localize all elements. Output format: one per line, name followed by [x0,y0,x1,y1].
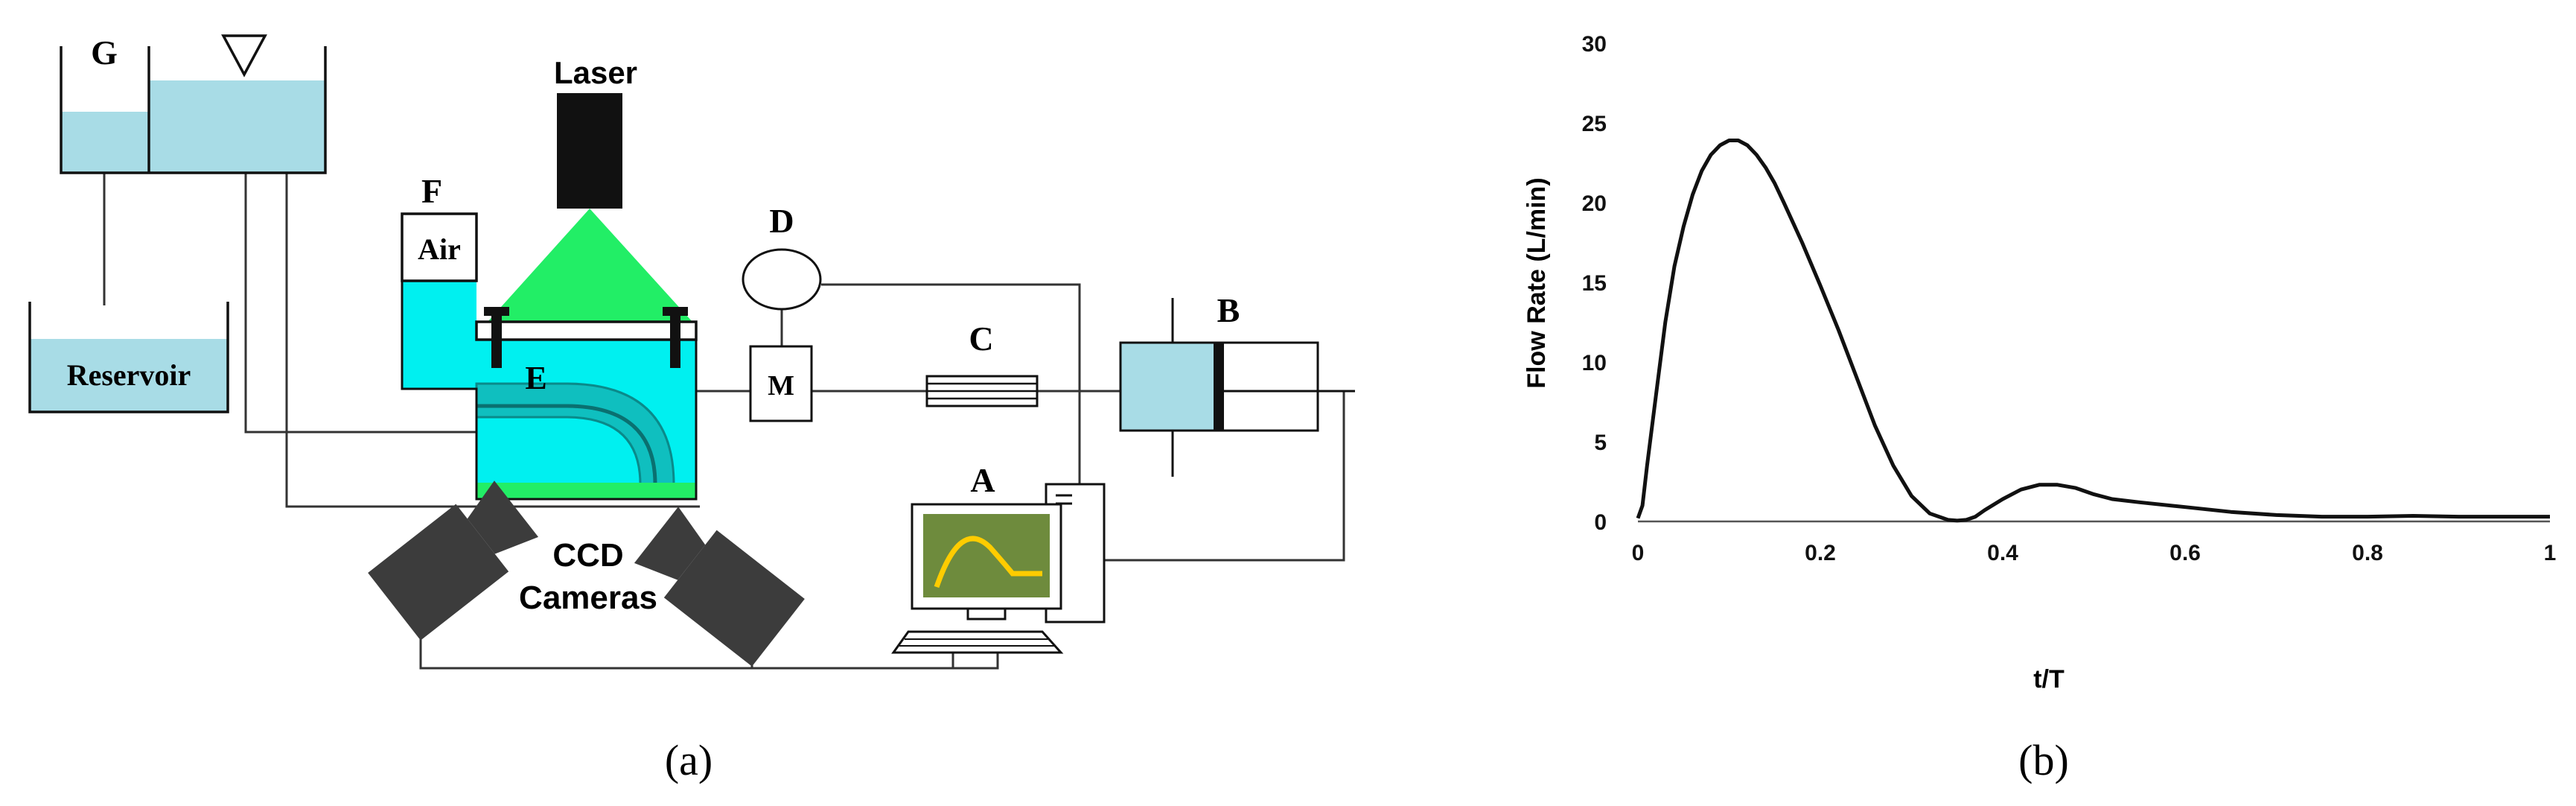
flow-conditioner: C [925,320,1039,407]
chart-series-line [1636,139,2550,523]
elbow-pipe-shade [476,404,657,485]
tank-g: G [60,34,327,174]
line-b-computer [1104,391,1345,562]
caption-b: (b) [2018,736,2069,784]
chart-x-axis-label: t/T [2033,665,2065,694]
bottom-light-strip [476,483,696,499]
label-c: C [969,320,993,358]
camera-right-body [663,530,805,667]
chart-y-tick-label: 0 [1594,510,1607,535]
pump-chamber-water [1120,343,1214,431]
label-air: Air [418,232,461,266]
chart-x-tick-label: 1 [2544,541,2557,565]
monitor-screen [923,514,1050,597]
chart-y-axis-label: Flow Rate (L/min) [1523,177,1551,388]
chart-y-tick-label: 5 [1594,431,1607,455]
flow-meter-display [742,248,822,311]
clamp-left-top [484,307,509,316]
chart-x-tick-label: 0 [1632,541,1645,565]
label-g: G [91,34,118,72]
camera-left-body [368,504,509,641]
chart-x-tick-label: 0.6 [2169,541,2201,565]
piston-pump: B [1119,291,1355,477]
test-section: E Air F [401,172,698,501]
line-tank-test-outer [285,173,700,508]
caption-a: (a) [665,736,712,784]
reservoir-water [30,339,228,412]
laser-sheet [488,209,692,322]
label-d: D [769,202,794,240]
laser-head [557,93,622,209]
label-reservoir: Reservoir [67,358,191,392]
flow-meter-sensor [749,345,813,422]
clamp-left [491,307,502,368]
line-camera-left [419,624,999,670]
pump-piston [1214,343,1224,431]
water-level-triangle-icon [221,34,267,77]
optical-window [475,320,698,341]
computer: A [891,461,1106,654]
air-chamber [401,212,478,282]
camera-right-lens [634,507,706,580]
laser: Laser [488,55,692,322]
label-f: F [421,172,442,210]
label-a: A [970,461,995,499]
tank-g-water-left [61,112,149,173]
tank-g-water-right [149,80,325,173]
setup-diagram: G Reservoir Laser [28,34,1355,784]
monitor-stand [966,607,1007,621]
ccd-cameras: CCD Cameras [368,480,805,667]
camera-left [368,480,539,641]
chart-y-tick-label: 30 [1582,32,1607,57]
label-ccd: CCD [552,537,623,574]
camera-left-lens [467,480,539,554]
label-m: M [768,370,794,402]
monitor-waveform [934,536,1042,588]
chart-series [1636,139,2550,523]
clamp-right-top [663,307,688,316]
keyboard [891,630,1064,654]
chart-y-tick-label: 15 [1582,271,1607,296]
line-tank-test-inner [244,173,476,434]
label-e: E [525,360,546,396]
clamp-right [670,307,680,368]
chart-y-tick-label: 10 [1582,351,1607,375]
chart-y-tick-label: 25 [1582,112,1607,136]
tank-g-outline [60,46,327,174]
inlet-block [402,281,476,389]
chart-x-tick-label: 0.2 [1805,541,1836,565]
label-b: B [1217,291,1240,329]
label-cameras: Cameras [519,580,657,616]
chart-x-tick-label: 0.8 [2352,541,2383,565]
line-d-computer [821,283,1081,484]
chart-y-tick-label: 20 [1582,191,1607,216]
camera-right [634,507,805,667]
flow-meter: D M [742,202,822,422]
label-laser: Laser [554,55,637,90]
chart-x-tick-label: 0.4 [1987,541,2018,565]
reservoir-outline [28,302,229,413]
reservoir: Reservoir [28,302,229,413]
